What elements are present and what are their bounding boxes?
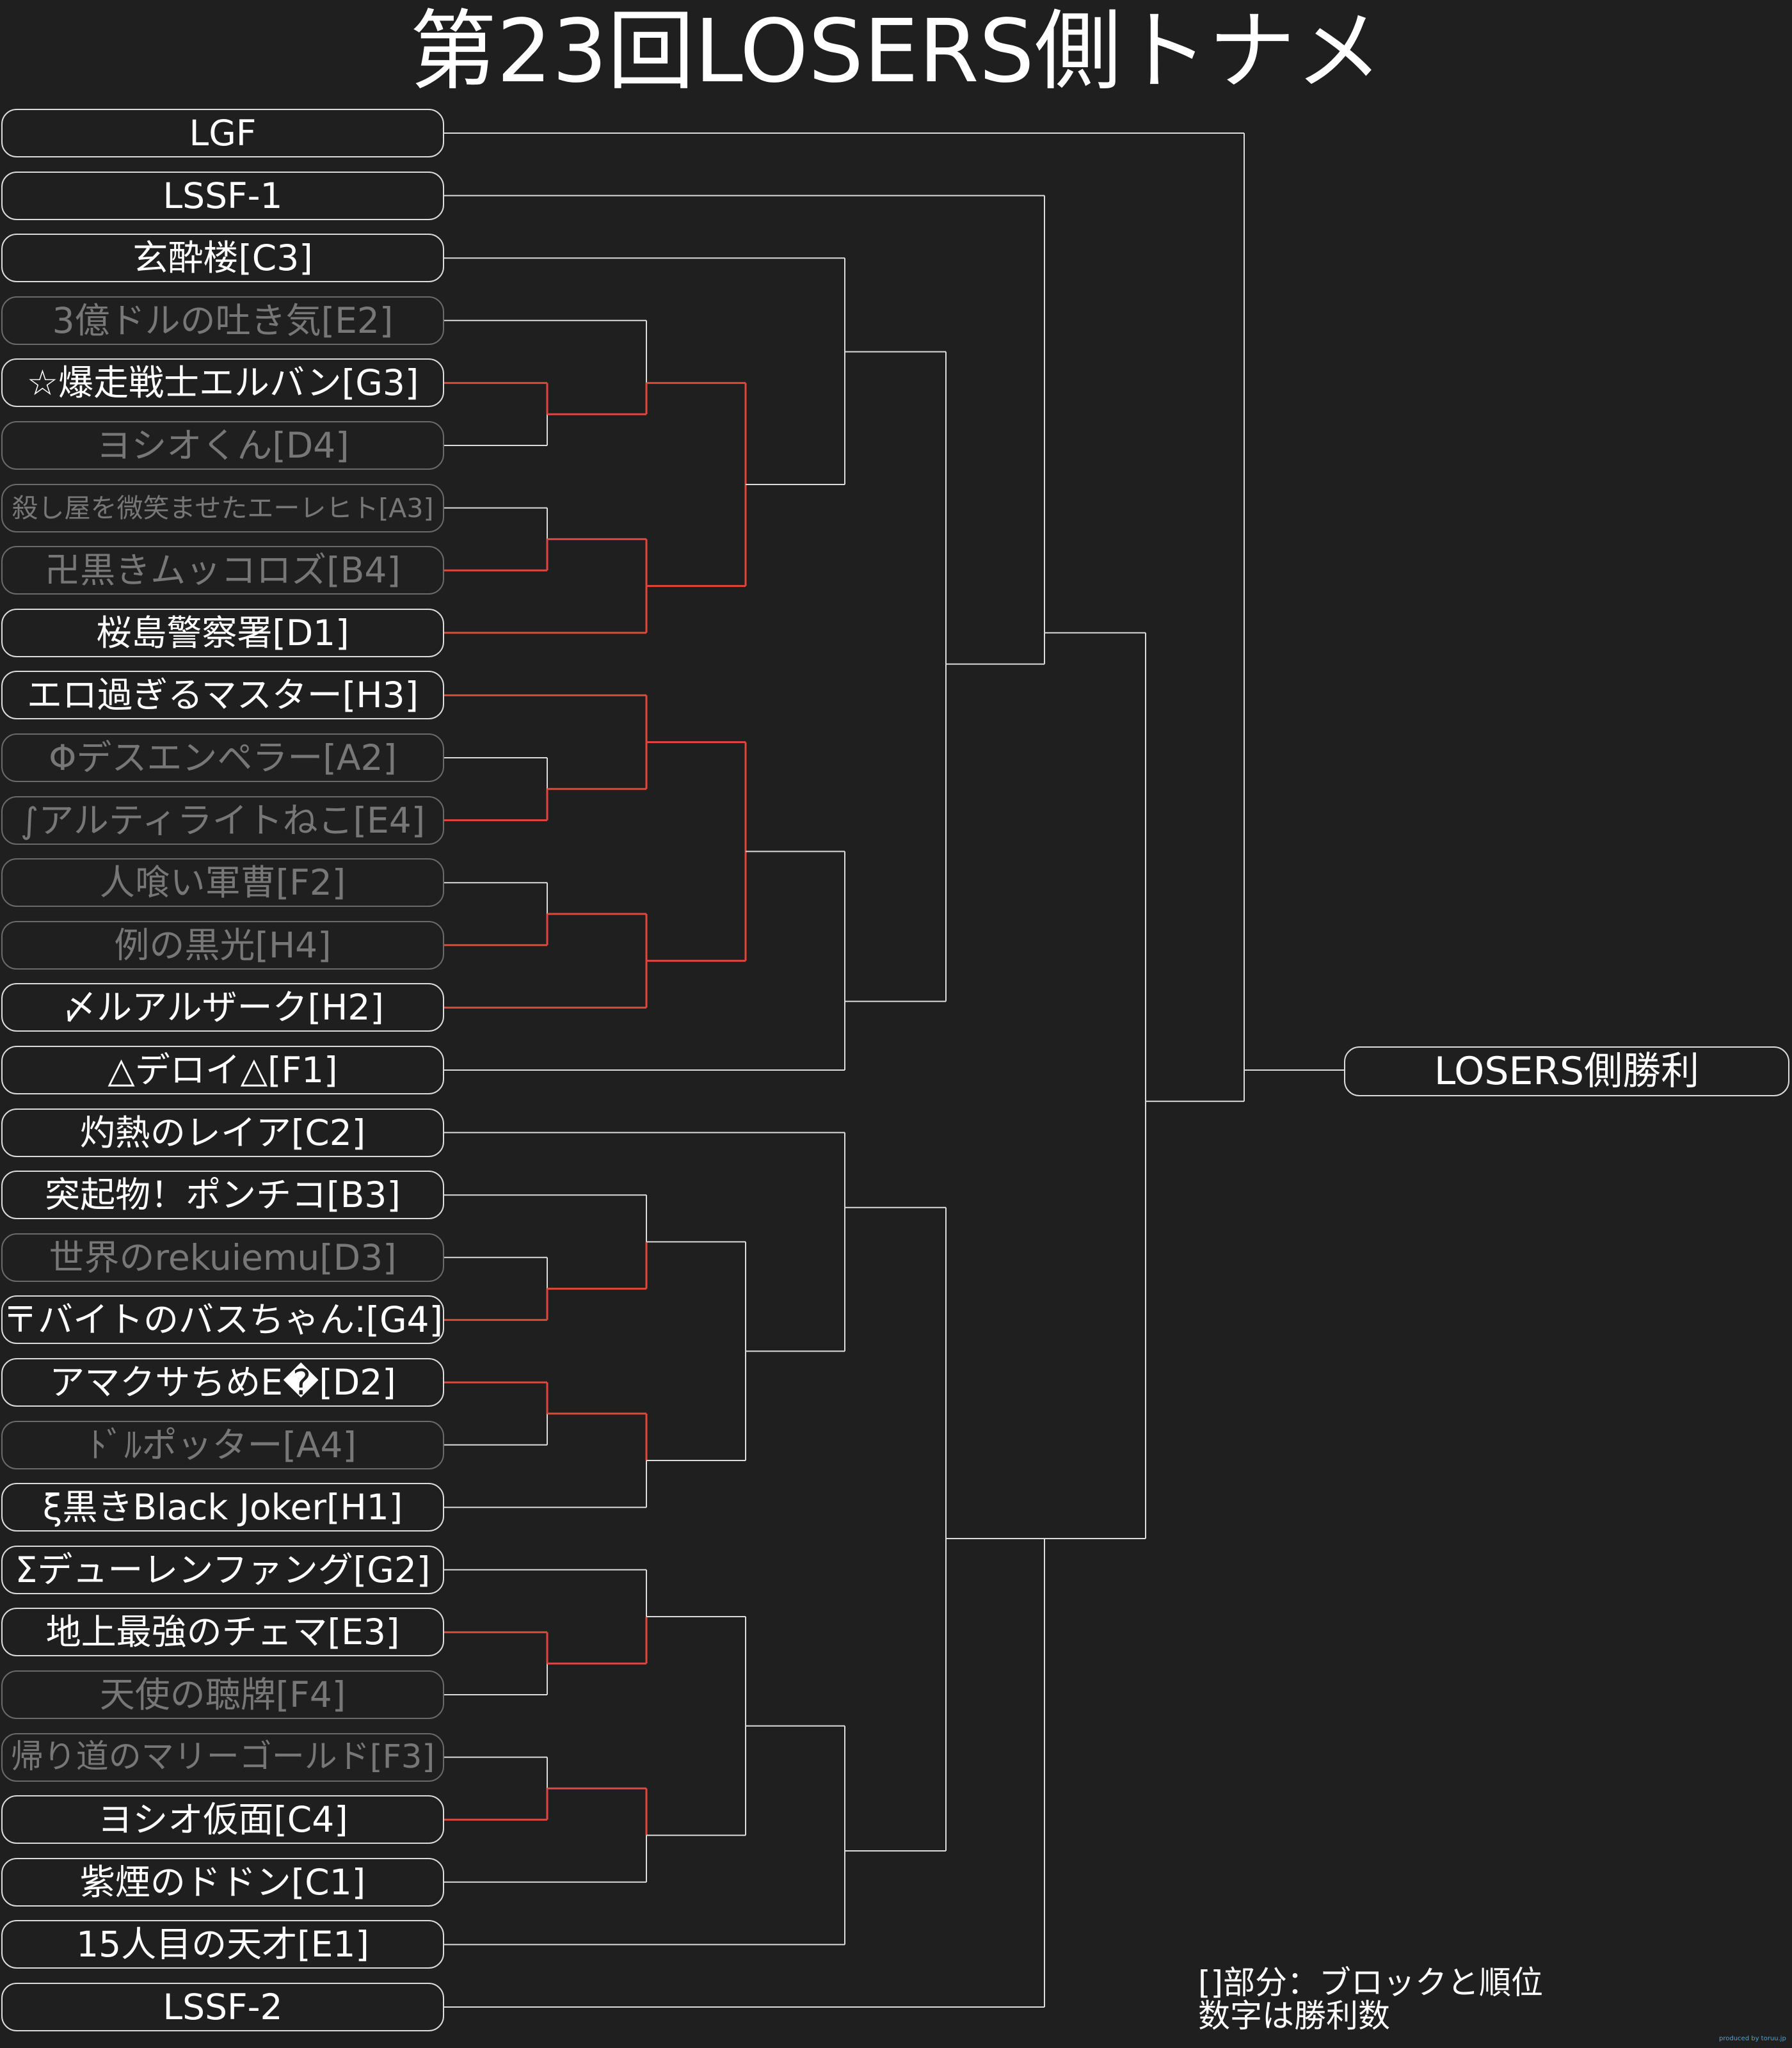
legend-line-2: 数字は勝利数 — [1198, 1997, 1390, 2035]
legend-note: []部分：ブロックと順位 数字は勝利数 — [1198, 1966, 1543, 2033]
bracket-entry: 帰り道のマリーゴールド[F3] — [1, 1732, 444, 1782]
bracket-entry: 〆ルアルザーク[H2] — [1, 983, 444, 1032]
legend-line-1: []部分：ブロックと順位 — [1198, 1964, 1544, 2001]
bracket-entry: ☆爆走戦士エルバン[G3] — [1, 358, 444, 408]
bracket-entry: 人喰い軍曹[F2] — [1, 858, 444, 908]
bracket-entry: 天使の聴牌[F4] — [1, 1670, 444, 1719]
bracket-entry: LGF — [1, 109, 444, 157]
bracket-entry: 突起物！ポンチコ[B3] — [1, 1171, 444, 1220]
bracket-entry: LSSF-2 — [1, 1983, 444, 2031]
bracket-entry: 桜島警察署[D1] — [1, 608, 444, 657]
bracket-entry: エロ過ぎるマスター[H3] — [1, 671, 444, 720]
bracket-entry: 紫煙のドドン[C1] — [1, 1857, 444, 1907]
bracket-entry: 玄酔楼[C3] — [1, 234, 444, 283]
bracket-entry: 灼熱のレイア[C2] — [1, 1108, 444, 1157]
bracket-entry: ξ黒きBlack Joker[H1] — [1, 1483, 444, 1532]
bracket-entry: 例の黒光[H4] — [1, 920, 444, 970]
bracket-entry: Φデスエンペラー[A2] — [1, 733, 444, 782]
losers-winner-box: LOSERS側勝利 — [1344, 1046, 1789, 1096]
bracket-entry: 世界のrekuiemu[D3] — [1, 1233, 444, 1282]
bracket-entry: 15人目の天才[E1] — [1, 1920, 444, 1969]
bracket-entry: ヨシオ仮面[C4] — [1, 1795, 444, 1844]
bracket-entry: 3億ドルの吐き気[E2] — [1, 296, 444, 345]
bracket-entry: ヨシオくん[D4] — [1, 421, 444, 470]
bracket-entry: 殺し屋を微笑ませたエーレヒト[A3] — [1, 483, 444, 532]
bracket-entry: ﾄﾞﾙポッター[A4] — [1, 1420, 444, 1469]
bracket-entry: アマクサちめE�[D2] — [1, 1358, 444, 1407]
bracket-entry: 〒バイトのバスちゃん⁚[G4] — [1, 1295, 444, 1345]
page-title: 第23回LOSERS側トナメ — [409, 1, 1383, 102]
credit-text: produced by toruu.jp — [1719, 2035, 1786, 2042]
bracket-entry: △デロイ△[F1] — [1, 1046, 444, 1094]
bracket-entry: LSSF-1 — [1, 171, 444, 220]
bracket-entry: Σデューレンファング[G2] — [1, 1545, 444, 1594]
bracket-entry: 卍黒きムッコロズ[B4] — [1, 546, 444, 595]
bracket-entry: 地上最強のチェマ[E3] — [1, 1608, 444, 1657]
bracket-entry: ∫アルティライトねこ[E4] — [1, 796, 444, 845]
